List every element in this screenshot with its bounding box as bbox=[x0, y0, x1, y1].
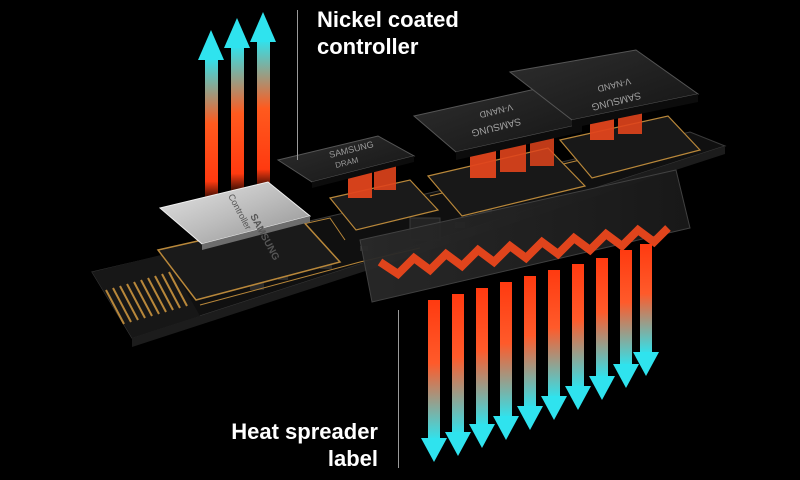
heat-down-arrow-icon bbox=[421, 244, 659, 462]
heat-spreader-label bbox=[359, 169, 691, 303]
heat-spreader-callout-line1: Heat spreader bbox=[231, 419, 378, 444]
controller-leader-line bbox=[297, 10, 298, 160]
heat-up-arrow-icon bbox=[198, 12, 276, 203]
controller-callout: Nickel coated controller bbox=[317, 6, 459, 60]
gold-edge-connector bbox=[92, 254, 200, 338]
heat-spreader-callout: Heat spreader label bbox=[192, 418, 378, 472]
heat-spreader-leader-line bbox=[398, 310, 399, 468]
nand-chip-2: SAMSUNG V-NAND bbox=[508, 49, 700, 128]
controller-callout-line1: Nickel coated bbox=[317, 7, 459, 32]
controller-callout-line2: controller bbox=[317, 34, 419, 59]
heat-spreader-callout-line2: label bbox=[327, 446, 378, 471]
